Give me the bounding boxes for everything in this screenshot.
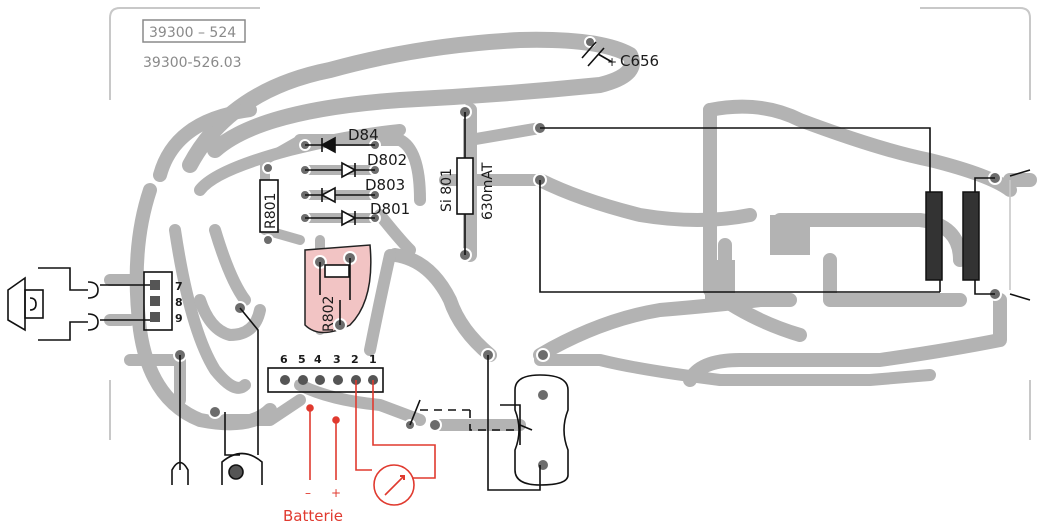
battery-minus: – [305,486,311,500]
lamp-socket [500,374,569,486]
label-r802: R802 [321,296,337,332]
battery-plus: + [331,486,341,500]
copper-traces [104,31,1037,431]
part-number-box [142,19,246,43]
resistor-r801 [259,179,279,233]
label-c656-plus: + [607,55,617,69]
label-fuse-rating: 630mAT [480,162,496,220]
trace-pad-block-2 [770,215,810,255]
speaker-connector [143,271,173,331]
terminal-pin-4: 4 [314,353,322,366]
label-d803: D803 [365,176,405,194]
part-number-alt: 39300-526.03 [143,55,242,71]
speaker-pin-7: 7 [175,280,183,293]
resistor-r802 [319,258,351,325]
terminal-pin-1: 1 [369,353,377,366]
battery-label: Batterie [283,507,343,525]
speaker-pin-9: 9 [175,312,183,325]
transformer [925,191,980,281]
terminal-block [267,367,384,393]
battery-wiring [306,380,436,506]
terminal-pin-3: 3 [333,353,341,366]
label-d802: D802 [367,151,407,169]
part-number-boxed: 39300 – 524 [149,25,236,41]
label-fuse: Si 801 [439,168,455,212]
label-r801: R801 [263,193,279,229]
board-outline [109,7,1031,440]
bottom-connectors [171,452,263,485]
label-d801: D801 [370,200,410,218]
wiring [100,112,1031,491]
label-c656: C656 [620,52,659,70]
speaker-pin-8: 8 [175,296,183,309]
terminal-pin-5: 5 [298,353,306,366]
fuse-si801 [456,157,474,215]
label-d84: D84 [348,126,379,144]
speaker-icon [7,267,99,341]
terminal-pin-2: 2 [351,353,359,366]
terminal-pin-6: 6 [280,353,288,366]
diode-symbols [305,136,375,227]
capacitor-c656 [581,41,613,67]
trace-pad-block [705,260,735,310]
